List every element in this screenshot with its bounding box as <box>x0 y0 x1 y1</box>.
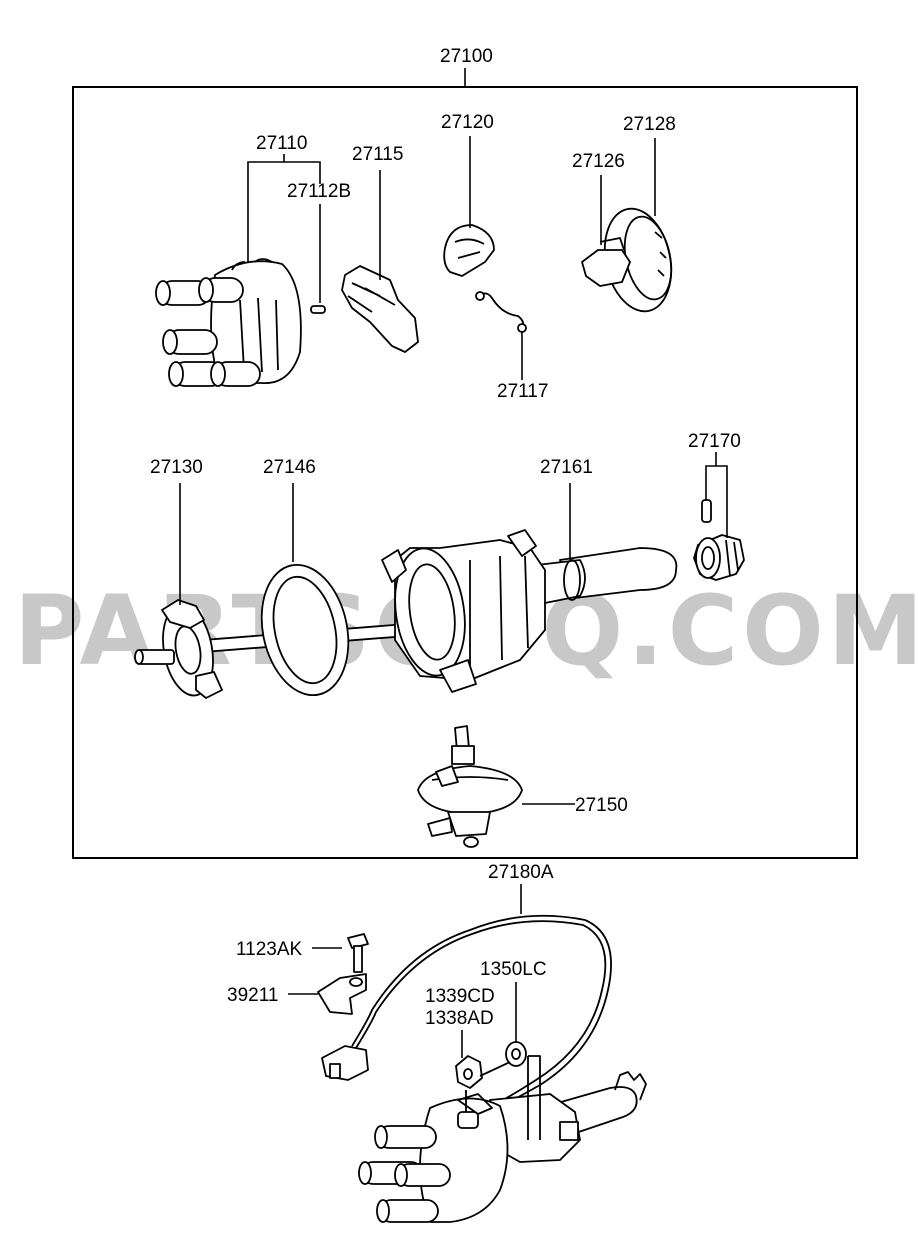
label-27100[interactable]: 27100 <box>440 46 493 67</box>
label-27110[interactable]: 27110 <box>256 133 307 154</box>
breaker-plate-part <box>581 207 673 313</box>
label-27170[interactable]: 27170 <box>688 431 741 452</box>
label-27180a[interactable]: 27180A <box>488 862 554 883</box>
ignition-module-part <box>443 224 495 277</box>
label-1123ak[interactable]: 1123AK <box>236 939 303 960</box>
label-27126[interactable]: 27126 <box>572 151 625 172</box>
vacuum-advance-part <box>417 725 523 848</box>
label-27146[interactable]: 27146 <box>263 457 316 478</box>
label-27130[interactable]: 27130 <box>150 457 203 478</box>
label-27128[interactable]: 27128 <box>623 114 676 135</box>
bracket-part <box>317 973 367 1015</box>
label-39211[interactable]: 39211 <box>227 985 278 1006</box>
label-27161[interactable]: 27161 <box>540 457 593 478</box>
distributor-housing-part <box>381 529 678 693</box>
wire-27117-part <box>479 292 525 331</box>
bolt-part <box>347 933 369 973</box>
nut-part <box>455 1055 483 1089</box>
label-27150[interactable]: 27150 <box>575 795 628 816</box>
drive-gear-part <box>693 499 745 581</box>
label-1350lc[interactable]: 1350LC <box>480 959 547 980</box>
sensor-wire-part <box>351 914 612 1113</box>
label-27115[interactable]: 27115 <box>352 144 403 165</box>
leader-27110 <box>247 161 321 262</box>
label-1338ad[interactable]: 1338AD <box>425 1008 494 1029</box>
rotor-part <box>341 265 419 353</box>
gasket-part <box>260 563 350 697</box>
cap-seal-part <box>310 305 326 314</box>
label-1339cd[interactable]: 1339CD <box>425 986 495 1007</box>
assembled-distributor-part <box>358 1055 647 1223</box>
sensor-connector-part <box>321 1045 369 1081</box>
distributor-cap-part <box>155 258 302 387</box>
label-27117[interactable]: 27117 <box>497 381 548 402</box>
label-27112b[interactable]: 27112B <box>287 181 351 202</box>
label-27120[interactable]: 27120 <box>441 112 494 133</box>
